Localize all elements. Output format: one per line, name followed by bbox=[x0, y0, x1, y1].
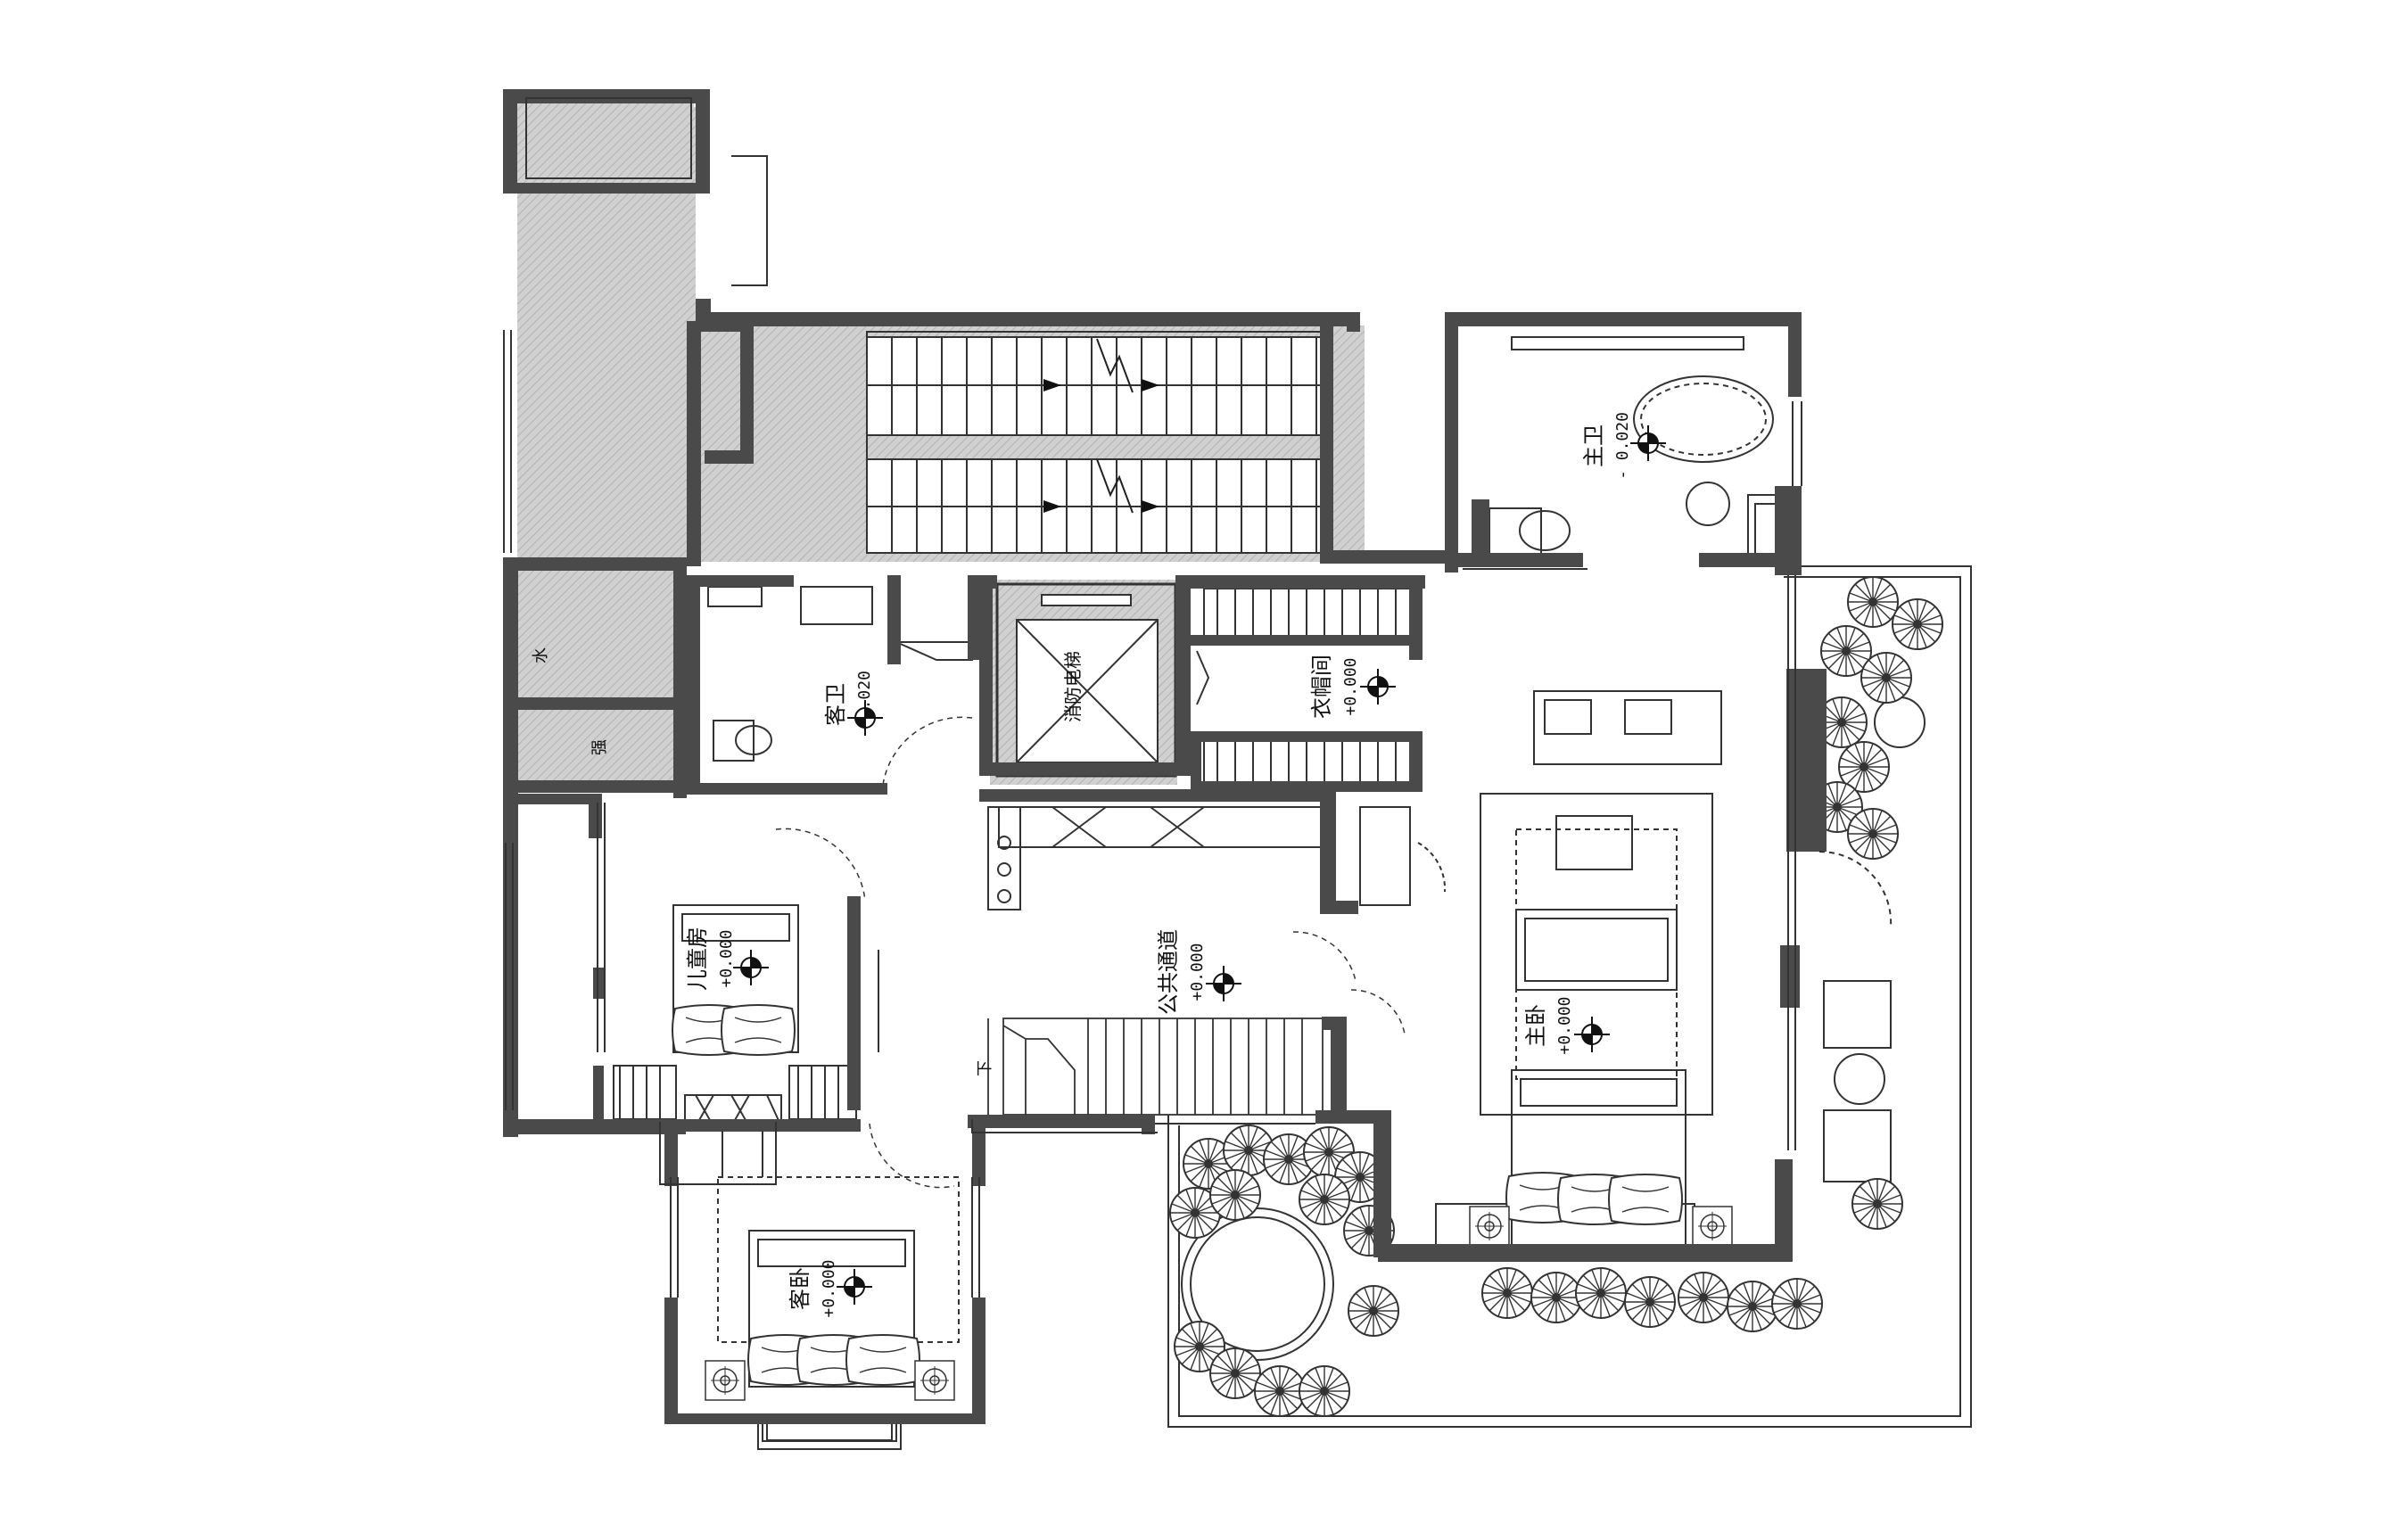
stair-down-label: 下 bbox=[976, 1060, 994, 1076]
master-bed-pillows bbox=[1469, 1172, 1733, 1247]
room-guest-bedroom: 客卧 +0.000 bbox=[788, 1259, 838, 1317]
corridor-level: +0.000 bbox=[1188, 943, 1207, 1001]
room-labels: 客卫 - 0.020 主卫 - 0.020 衣帽间 +0.000 公共通道 +0… bbox=[532, 412, 1667, 1318]
master-bath-level: - 0.020 bbox=[1613, 412, 1632, 480]
guest-bed-pillows bbox=[705, 1334, 955, 1401]
master-bedroom-furniture bbox=[1435, 669, 1893, 1251]
walls bbox=[503, 89, 1802, 1424]
windows bbox=[503, 97, 1802, 1450]
kids-room-level: +0.000 bbox=[717, 929, 736, 987]
guest-bath-fixtures bbox=[707, 586, 1447, 910]
down-staircase bbox=[987, 1018, 1324, 1116]
corridor-name: 公共通道 bbox=[1156, 929, 1181, 1015]
room-kids: 儿童房 +0.000 bbox=[685, 927, 736, 991]
main-staircase bbox=[866, 331, 1333, 554]
kids-room-name: 儿童房 bbox=[685, 927, 710, 991]
elevator-label: 消防电梯 bbox=[1062, 651, 1084, 722]
room-master-bath: 主卫 - 0.020 bbox=[1581, 412, 1632, 480]
guest-bedroom-furniture bbox=[717, 1176, 960, 1442]
kids-bed-pillows bbox=[672, 1004, 796, 1056]
wardrobe-name: 衣帽间 bbox=[1309, 655, 1334, 719]
door-swings bbox=[775, 716, 1406, 1189]
master-bedroom-name: 主卧 bbox=[1523, 1004, 1548, 1047]
water-label: 水 bbox=[532, 647, 550, 663]
room-corridor: 公共通道 +0.000 bbox=[1156, 929, 1207, 1015]
wardrobe-level: +0.000 bbox=[1341, 657, 1360, 715]
room-wardrobe: 衣帽间 +0.000 bbox=[1309, 655, 1360, 719]
fire-elevator bbox=[995, 582, 1177, 778]
guest-bath-name: 客卫 bbox=[823, 683, 848, 726]
master-bedroom-level: +0.000 bbox=[1555, 996, 1574, 1054]
roof-terrace bbox=[1167, 565, 1972, 1428]
drain-label: 强 bbox=[590, 739, 609, 755]
room-master-bedroom: 主卧 +0.000 bbox=[1523, 996, 1574, 1054]
master-bath-name: 主卫 bbox=[1581, 424, 1606, 467]
guest-bedroom-name: 客卧 bbox=[788, 1267, 812, 1310]
guest-bedroom-level: +0.000 bbox=[820, 1259, 838, 1317]
